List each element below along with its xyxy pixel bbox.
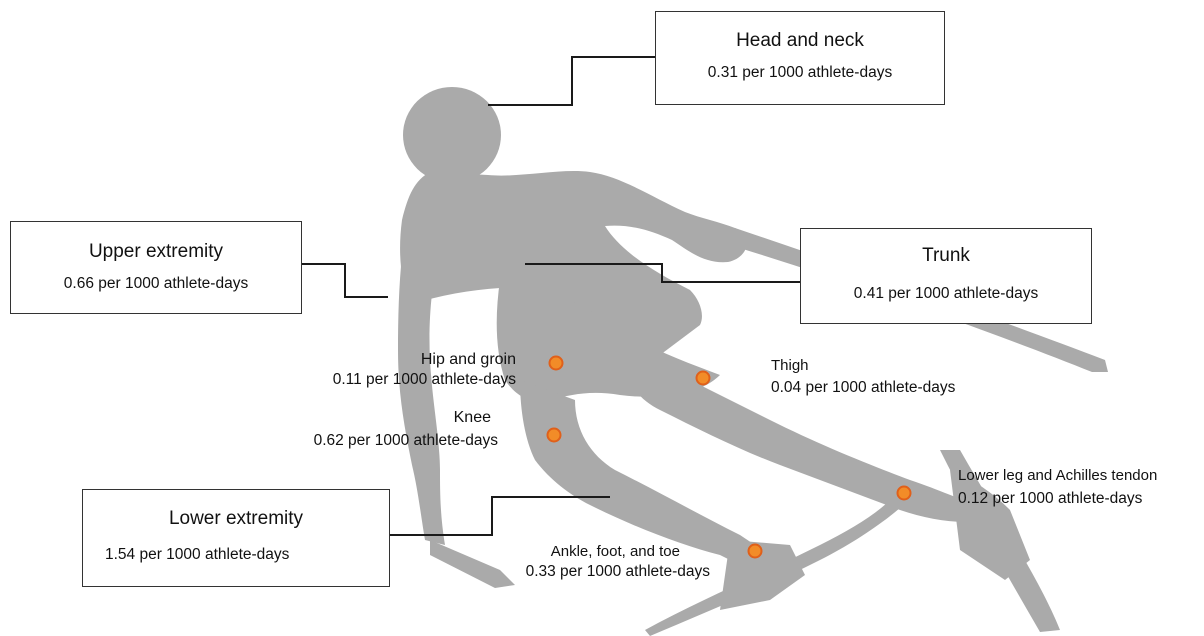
- thigh-label: Thigh 0.04 per 1000 athlete-days: [771, 356, 955, 397]
- hip-groin-rate: 0.11 per 1000 athlete-days: [292, 370, 516, 389]
- ankle-foot-name: Ankle, foot, and toe: [486, 542, 710, 562]
- knee-marker: [548, 429, 561, 442]
- head: [403, 87, 501, 183]
- lower-leg-marker: [898, 487, 911, 500]
- trunk-rate: 0.41 per 1000 athlete-days: [801, 285, 1091, 303]
- hip-groin-label: Hip and groin 0.11 per 1000 athlete-days: [292, 350, 516, 389]
- ankle-foot-marker: [749, 545, 762, 558]
- trunk-box: Trunk 0.41 per 1000 athlete-days: [800, 228, 1092, 324]
- upper-extremity-rate: 0.66 per 1000 athlete-days: [11, 275, 301, 293]
- ankle-foot-rate: 0.33 per 1000 athlete-days: [486, 562, 710, 581]
- lower-extremity-title: Lower extremity: [83, 508, 389, 530]
- upper-extremity-title: Upper extremity: [11, 241, 301, 263]
- upper-extremity-connector: [302, 264, 388, 297]
- head-neck-connector: [488, 57, 655, 105]
- knee-rate: 0.62 per 1000 athlete-days: [274, 431, 498, 450]
- lower-extremity-rate: 1.54 per 1000 athlete-days: [83, 546, 389, 564]
- trunk-title: Trunk: [801, 245, 1091, 267]
- thigh-marker: [697, 372, 710, 385]
- lower-leg-label: Lower leg and Achilles tendon 0.12 per 1…: [958, 466, 1157, 508]
- thigh-name: Thigh: [771, 356, 955, 376]
- lower-leg-name: Lower leg and Achilles tendon: [958, 466, 1157, 486]
- hip-groin-name: Hip and groin: [292, 350, 516, 370]
- head-neck-rate: 0.31 per 1000 athlete-days: [656, 64, 944, 82]
- head-neck-box: Head and neck 0.31 per 1000 athlete-days: [655, 11, 945, 105]
- knee-name: Knee: [274, 408, 498, 428]
- knee-label: Knee 0.62 per 1000 athlete-days: [274, 408, 498, 450]
- thigh-rate: 0.04 per 1000 athlete-days: [771, 378, 955, 397]
- lower-extremity-box: Lower extremity 1.54 per 1000 athlete-da…: [82, 489, 390, 587]
- hip-groin-marker: [550, 357, 563, 370]
- lower-leg-rate: 0.12 per 1000 athlete-days: [958, 489, 1157, 508]
- ankle-foot-label: Ankle, foot, and toe 0.33 per 1000 athle…: [486, 542, 710, 581]
- left-boot: [720, 540, 805, 610]
- upper-extremity-box: Upper extremity 0.66 per 1000 athlete-da…: [10, 221, 302, 314]
- head-neck-title: Head and neck: [656, 30, 944, 52]
